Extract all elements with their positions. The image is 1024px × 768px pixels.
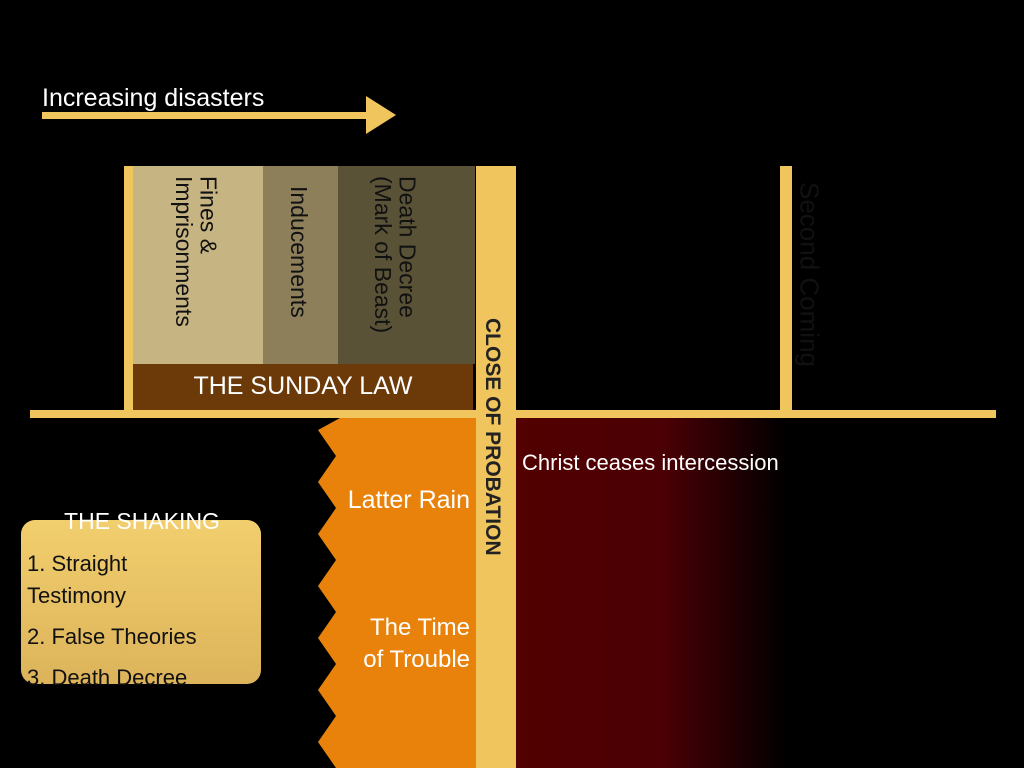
- column-inducements: [263, 166, 338, 364]
- column-death-decree: [338, 166, 475, 364]
- timeline-bar: [30, 410, 996, 418]
- column-fines: [133, 166, 263, 364]
- inducements-label: Inducements: [286, 186, 313, 318]
- christ-ceases-label: Christ ceases intercession: [522, 450, 779, 475]
- death-decree-label: Death Decree (Mark of Beast): [370, 176, 421, 334]
- shaking-item: 3. Death Decree: [27, 665, 188, 690]
- shaking-box: [21, 520, 261, 684]
- increasing-disasters-label: Increasing disasters: [42, 84, 265, 112]
- shaking-title: THE SHAKING: [64, 508, 220, 534]
- second-coming-post: [780, 166, 792, 410]
- time-of-trouble-region: [318, 418, 476, 768]
- sunday-law-label: THE SUNDAY LAW: [193, 372, 413, 400]
- shaking-item: 2. False Theories: [27, 624, 197, 649]
- arrow-head: [366, 96, 396, 134]
- latter-rain-label: Latter Rain: [347, 486, 470, 514]
- time-of-trouble-label: The Time of Trouble: [363, 614, 470, 674]
- close-of-probation-band: [476, 166, 516, 768]
- after-probation-region: [516, 418, 786, 768]
- frame-left-edge: [124, 166, 133, 412]
- shaking-item: 1. Straight Testimony: [27, 551, 128, 608]
- sunday-law-bar: [133, 364, 473, 410]
- second-coming-label: Second Coming: [794, 182, 825, 367]
- fines-imprisonments-label: Fines & Imprisonments: [171, 176, 222, 327]
- arrow-shaft: [42, 112, 372, 119]
- close-of-probation-label: CLOSE OF PROBATION: [481, 318, 505, 556]
